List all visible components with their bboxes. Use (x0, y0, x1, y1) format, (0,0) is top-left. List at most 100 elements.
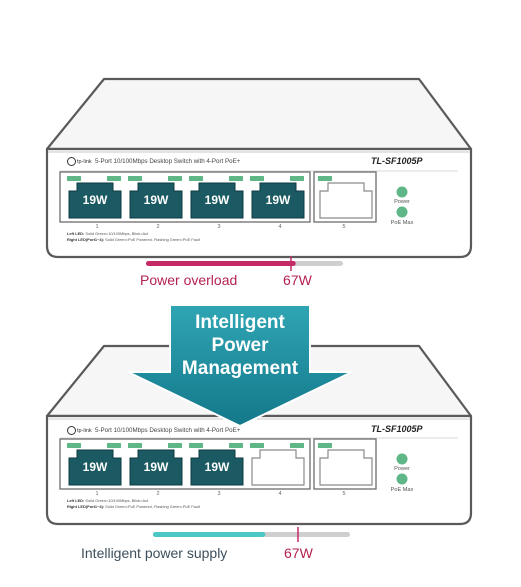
port-1-number: 1 (95, 224, 99, 230)
legend-left-text: Solid Green=10/100Mbps, Blink=Act (85, 231, 149, 236)
banner-text: Intelligent Power Management (160, 311, 320, 380)
banner-line-1: Intelligent (195, 312, 285, 333)
switch-description: 5-Port 10/100Mbps Desktop Switch with 4-… (95, 158, 241, 165)
legend-right-row: Right LED(Port1~4): Solid Green=PoE Powe… (67, 504, 200, 510)
banner-line-2: Power (211, 335, 269, 356)
led-legend: Left LED: Solid Green=10/100Mbps, Blink=… (67, 498, 200, 510)
arrow-group (127, 304, 353, 428)
port-4-number: 4 (278, 224, 282, 230)
port-5-left-led (318, 443, 332, 448)
housing-top (45, 77, 473, 151)
tplink-logo: tp-link (67, 157, 92, 166)
port-4-watt-slot: 19W (252, 191, 304, 209)
port-3-left-led (189, 176, 203, 181)
model-name: TL-SF1005P (371, 424, 423, 434)
port-1-jack (68, 449, 122, 486)
overload-limit-label: 67W (283, 272, 312, 288)
port-3-left-led (189, 443, 203, 448)
led-legend: Left LED: Solid Green=10/100Mbps, Blink=… (67, 231, 200, 243)
banner-line-3: Management (181, 358, 299, 379)
port-1-jack (68, 182, 122, 219)
port-4-jack (251, 449, 305, 486)
legend-left-text: Solid Green=10/100Mbps, Blink=Act (85, 498, 149, 503)
power-led (396, 186, 408, 198)
legend-right-text: Solid Green=PoE Powered, Flashing Green=… (105, 237, 200, 242)
port-3-jack (190, 449, 244, 486)
port-1-left-led (67, 443, 81, 448)
port-3-watt: 19W (204, 460, 230, 474)
port-2-watt: 19W (143, 460, 169, 474)
port-3-watt-slot: 19W (191, 191, 243, 209)
legend-right-row: Right LED(Port1~4): Solid Green=PoE Powe… (67, 237, 200, 243)
port-4-right-led (290, 443, 304, 448)
tplink-logo-icon (67, 157, 76, 166)
port-3-watt-slot: 19W (191, 458, 243, 476)
port-3-jack (190, 182, 244, 219)
brand-text: tp-link (77, 427, 92, 434)
overload-bar-fill (146, 261, 296, 266)
port-5-jack (319, 182, 373, 219)
port-4-jack (251, 182, 305, 219)
port-3-right-led (229, 176, 243, 181)
port-4-number: 4 (278, 491, 282, 497)
power-led (396, 453, 408, 465)
port-1-watt-slot: 19W (69, 458, 121, 476)
port-1-watt: 19W (82, 193, 108, 207)
tplink-logo: tp-link (67, 426, 92, 435)
port-2-number: 2 (156, 491, 160, 497)
model-name: TL-SF1005P (371, 156, 423, 166)
port-2-right-led (168, 176, 182, 181)
port-1-right-led (107, 443, 121, 448)
legend-left-title: Left LED: (67, 498, 85, 503)
power-overload-label: Power overload (140, 272, 238, 288)
port-2-watt: 19W (143, 193, 169, 207)
switch-top-body (45, 77, 473, 259)
port-2-watt-slot: 19W (130, 191, 182, 209)
port-2-left-led (128, 443, 142, 448)
supply-bar-fill (153, 532, 266, 537)
brand-text: tp-link (77, 158, 92, 165)
arrow-shape (127, 304, 353, 428)
port-3-number: 3 (217, 224, 221, 230)
port-1-left-led (67, 176, 81, 181)
port-5-jack (319, 449, 373, 486)
supply-limit-label: 67W (284, 545, 313, 561)
poe-max-led (396, 473, 408, 485)
poe-max-led-label: PoE Max (390, 220, 414, 226)
port-5-number: 5 (342, 491, 346, 497)
legend-left-row: Left LED: Solid Green=10/100Mbps, Blink=… (67, 231, 200, 237)
legend-left-row: Left LED: Solid Green=10/100Mbps, Blink=… (67, 498, 200, 504)
power-supply-label: Intelligent power supply (81, 545, 228, 561)
port-1-watt: 19W (82, 460, 108, 474)
port-2-left-led (128, 176, 142, 181)
port-1-number: 1 (95, 491, 99, 497)
legend-right-title: Right LED(Port1~4): (67, 237, 105, 242)
port-4-watt: 19W (265, 193, 291, 207)
tplink-logo-icon (67, 426, 76, 435)
port-5-left-led (318, 176, 332, 181)
switch-description: 5-Port 10/100Mbps Desktop Switch with 4-… (95, 427, 241, 434)
power-bars (146, 256, 350, 542)
port-5-number: 5 (342, 224, 346, 230)
port-4-left-led (250, 443, 264, 448)
port-2-number: 2 (156, 224, 160, 230)
port-1-right-led (107, 176, 121, 181)
port-4-right-led (290, 176, 304, 181)
port-3-number: 3 (217, 491, 221, 497)
port-1-watt-slot: 19W (69, 191, 121, 209)
legend-right-text: Solid Green=PoE Powered, Flashing Green=… (105, 504, 200, 509)
port-3-watt: 19W (204, 193, 230, 207)
power-led-label: Power (394, 199, 410, 205)
poe-max-led (396, 206, 408, 218)
legend-left-title: Left LED: (67, 231, 85, 236)
port-2-jack (129, 182, 183, 219)
port-4-left-led (250, 176, 264, 181)
port-2-watt-slot: 19W (130, 458, 182, 476)
port-3-right-led (229, 443, 243, 448)
poe-max-led-label: PoE Max (390, 487, 414, 493)
power-led-label: Power (394, 466, 410, 472)
port-2-jack (129, 449, 183, 486)
port-2-right-led (168, 443, 182, 448)
